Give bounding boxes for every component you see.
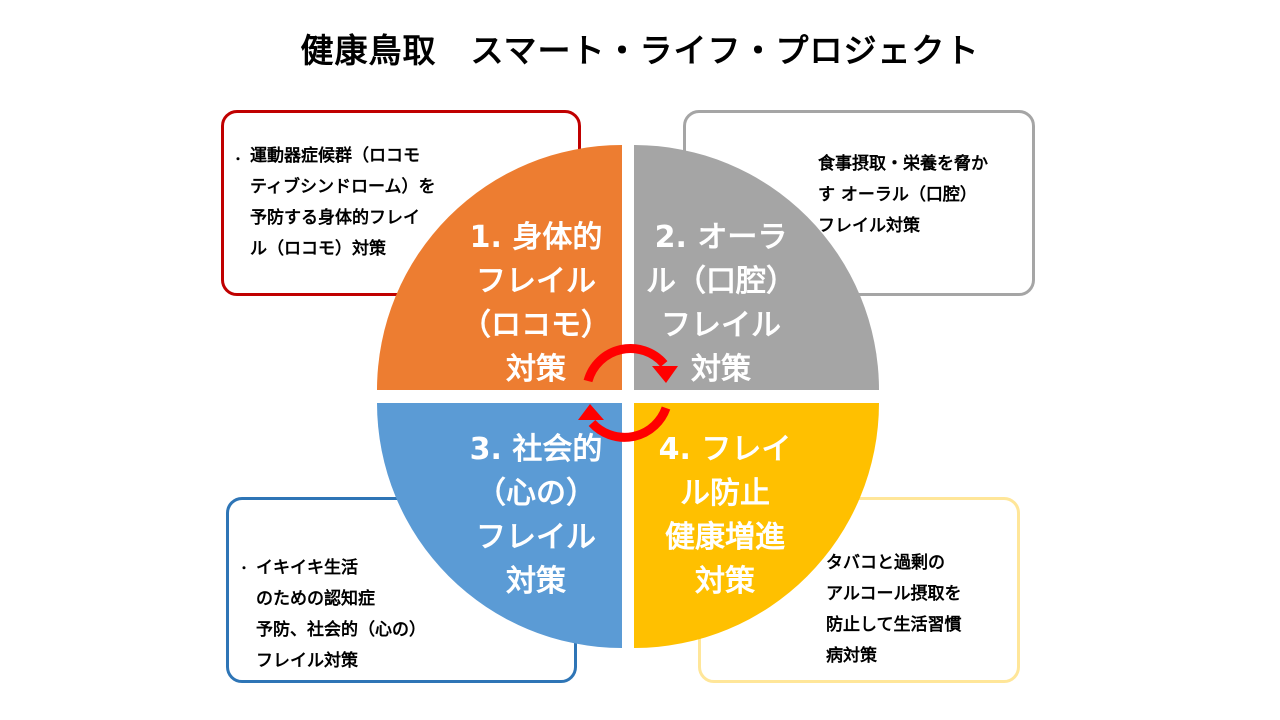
quadrant-prevention [634,403,879,648]
page-title: 健康鳥取 スマート・ライフ・プロジェクト [300,31,980,70]
quadrant-label-social: 3. 社会的 （心の） フレイル 対策 [469,432,603,599]
cycle-arrow-top [583,344,668,383]
quadrant-label-prevention: 4. フレイ ル防止 健康増進 対策 [658,432,792,599]
quadrant-label-physical: 1. 身体的 フレイル （ロコモ） 対策 [461,220,611,387]
quadrant-label-oral: 2. オーラ ル（口腔） フレイル 対策 [646,220,796,387]
circular-arrow-icon [578,344,678,442]
description-text-social: イキイキ生活 のための認知症 予防、社会的（心の） フレイル対策 [256,558,426,671]
quadrant-oral [634,145,879,390]
cycle-arrowhead-bottom [578,404,604,420]
quadrant-social [377,403,622,648]
bullet-social: ・ [238,561,251,575]
description-text-oral: 食事摂取・栄養を脅か す オーラル（口腔） フレイル対策 [818,154,988,236]
cycle-arrowhead-top [652,366,678,383]
quadrant-physical [377,145,622,390]
cycle-arrow-bottom [588,406,671,442]
description-text-prevention: タバコと過剰の アルコール摂取を 防止して生活習慣 病対策 [826,553,962,666]
bullet-physical: ・ [232,152,245,166]
description-text-physical: 運動器症候群（ロコモ ティブシンドローム）を 予防する身体的フレイ ル（ロコモ）… [250,146,436,259]
